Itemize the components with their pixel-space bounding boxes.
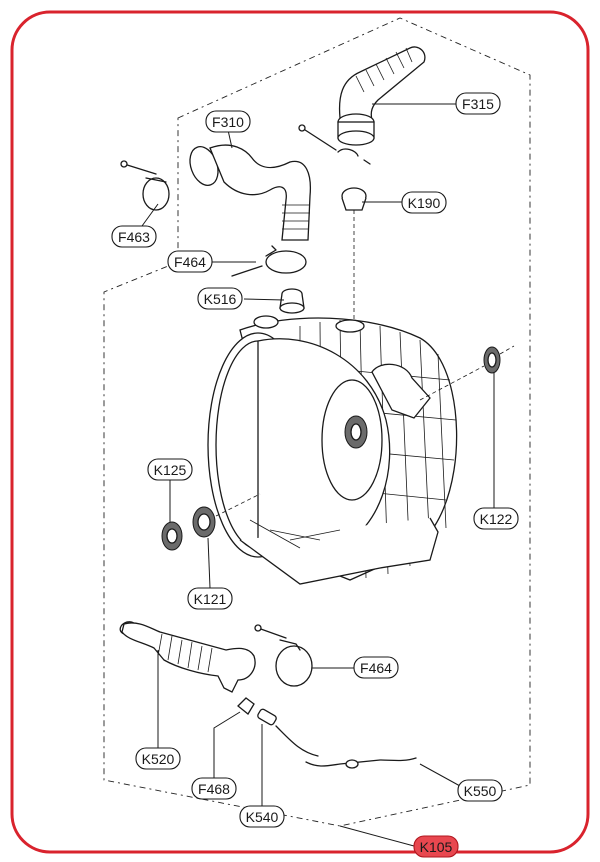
clamp-f464-bottom — [254, 624, 313, 687]
label-f468-text: F468 — [198, 781, 230, 797]
label-f310-text: F310 — [212, 114, 244, 130]
part-f468 — [237, 697, 255, 715]
clamp-f464-top — [231, 245, 307, 277]
label-f468[interactable]: F468 — [191, 777, 237, 800]
label-f315-text: F315 — [462, 96, 494, 112]
label-k125[interactable]: K125 — [147, 458, 193, 481]
label-k121[interactable]: K121 — [187, 587, 233, 610]
clamp-f463 — [120, 160, 170, 211]
label-k122[interactable]: K122 — [473, 507, 519, 530]
label-k190-text: K190 — [408, 195, 441, 211]
label-f464-bottom[interactable]: F464 — [353, 656, 399, 679]
label-f464-top[interactable]: F464 — [167, 250, 213, 273]
tub-assembly — [207, 315, 458, 585]
bearing-k125 — [161, 521, 183, 551]
bearing-k121 — [192, 493, 261, 538]
label-k125-text: K125 — [154, 462, 187, 478]
label-k122-text: K122 — [480, 511, 513, 527]
hose-f310 — [189, 144, 312, 241]
leader-lines — [141, 103, 495, 847]
label-k121-text: K121 — [194, 591, 227, 607]
label-k516[interactable]: K516 — [197, 287, 243, 310]
part-k540 — [257, 708, 319, 757]
label-k190[interactable]: K190 — [401, 191, 447, 214]
diagram-frame — [10, 10, 590, 854]
label-f464-top-text: F464 — [174, 254, 206, 270]
label-k550[interactable]: K550 — [457, 779, 503, 802]
label-f310[interactable]: F310 — [205, 110, 251, 133]
assembly-outline — [103, 17, 531, 827]
hose-k520 — [119, 621, 256, 693]
label-k105-text: K105 — [420, 839, 453, 855]
label-k550-text: K550 — [464, 783, 497, 799]
label-k520-text: K520 — [142, 751, 175, 767]
label-k516-text: K516 — [204, 291, 237, 307]
screw-top — [298, 124, 371, 165]
label-k540-text: K540 — [246, 809, 279, 825]
label-k520[interactable]: K520 — [135, 747, 181, 770]
label-f315[interactable]: F315 — [455, 92, 501, 115]
label-k540[interactable]: K540 — [239, 805, 285, 828]
sensor-k550 — [305, 757, 417, 769]
part-k516 — [279, 288, 305, 314]
seal-k122 — [419, 345, 515, 401]
label-f463-text: F463 — [118, 229, 150, 245]
label-f463[interactable]: F463 — [111, 225, 157, 248]
hose-f315 — [337, 46, 426, 146]
label-f464-bottom-text: F464 — [360, 660, 392, 676]
label-k105[interactable]: K105 — [413, 835, 459, 858]
valve-k190 — [341, 187, 367, 320]
